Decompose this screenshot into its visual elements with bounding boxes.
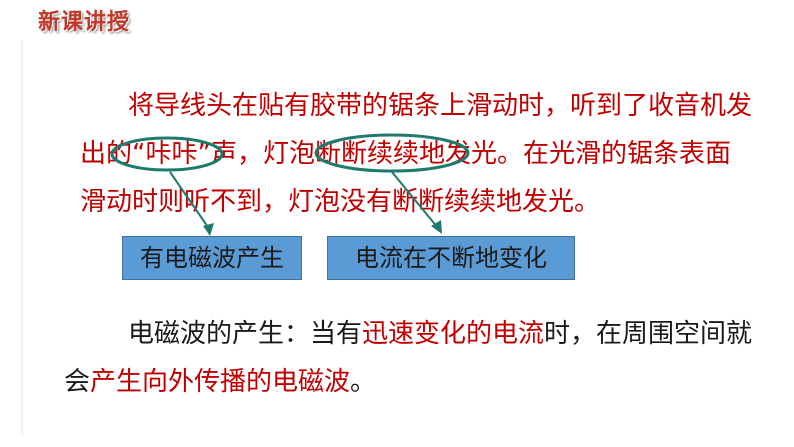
slide-title: 新课讲授 (38, 10, 131, 35)
kaka-arrow (169, 171, 211, 231)
current-change-box: 电流在不断地变化 (327, 236, 575, 280)
paragraph-line-3: 滑动时则听不到，灯泡没有断断续续地发光。 (80, 187, 601, 217)
conclusion-text-1: 电磁波的产生：当有 (128, 319, 363, 349)
conclusion-paragraph: 电磁波的产生：当有迅速变化的电流时，在周围空间就 会产生向外传播的电磁波。 (64, 310, 760, 406)
kaka-arrowhead (203, 223, 214, 236)
conclusion-text-3: 会 (64, 367, 91, 397)
conclusion-line-1: 电磁波的产生：当有迅速变化的电流时，在周围空间就 (80, 310, 760, 358)
highlight-produce-wave: 产生向外传播的电磁波 (90, 367, 351, 397)
flicker-arrowhead (431, 220, 442, 234)
flicker-circle (314, 133, 470, 173)
left-divider (21, 40, 23, 435)
conclusion-text-2: 时，在周围空间就 (544, 319, 753, 349)
em-wave-box: 有电磁波产生 (122, 236, 302, 280)
flicker-arrow (391, 171, 439, 229)
paragraph-line-1: 将导线头在贴有胶带的锯条上滑动时，听到了收音机发 (128, 91, 753, 121)
experiment-paragraph: 将导线头在贴有胶带的锯条上滑动时，听到了收音机发 出的“咔咔”声，灯泡断断续续地… (80, 82, 760, 226)
highlight-rapid-current: 迅速变化的电流 (362, 319, 545, 349)
kaka-circle (110, 136, 224, 172)
conclusion-line-2: 会产生向外传播的电磁波。 (64, 358, 760, 406)
paragraph-line-2: 出的“咔咔”声，灯泡断断续续地发光。在光滑的锯条表面 (80, 139, 731, 169)
conclusion-text-4: 。 (350, 367, 377, 397)
